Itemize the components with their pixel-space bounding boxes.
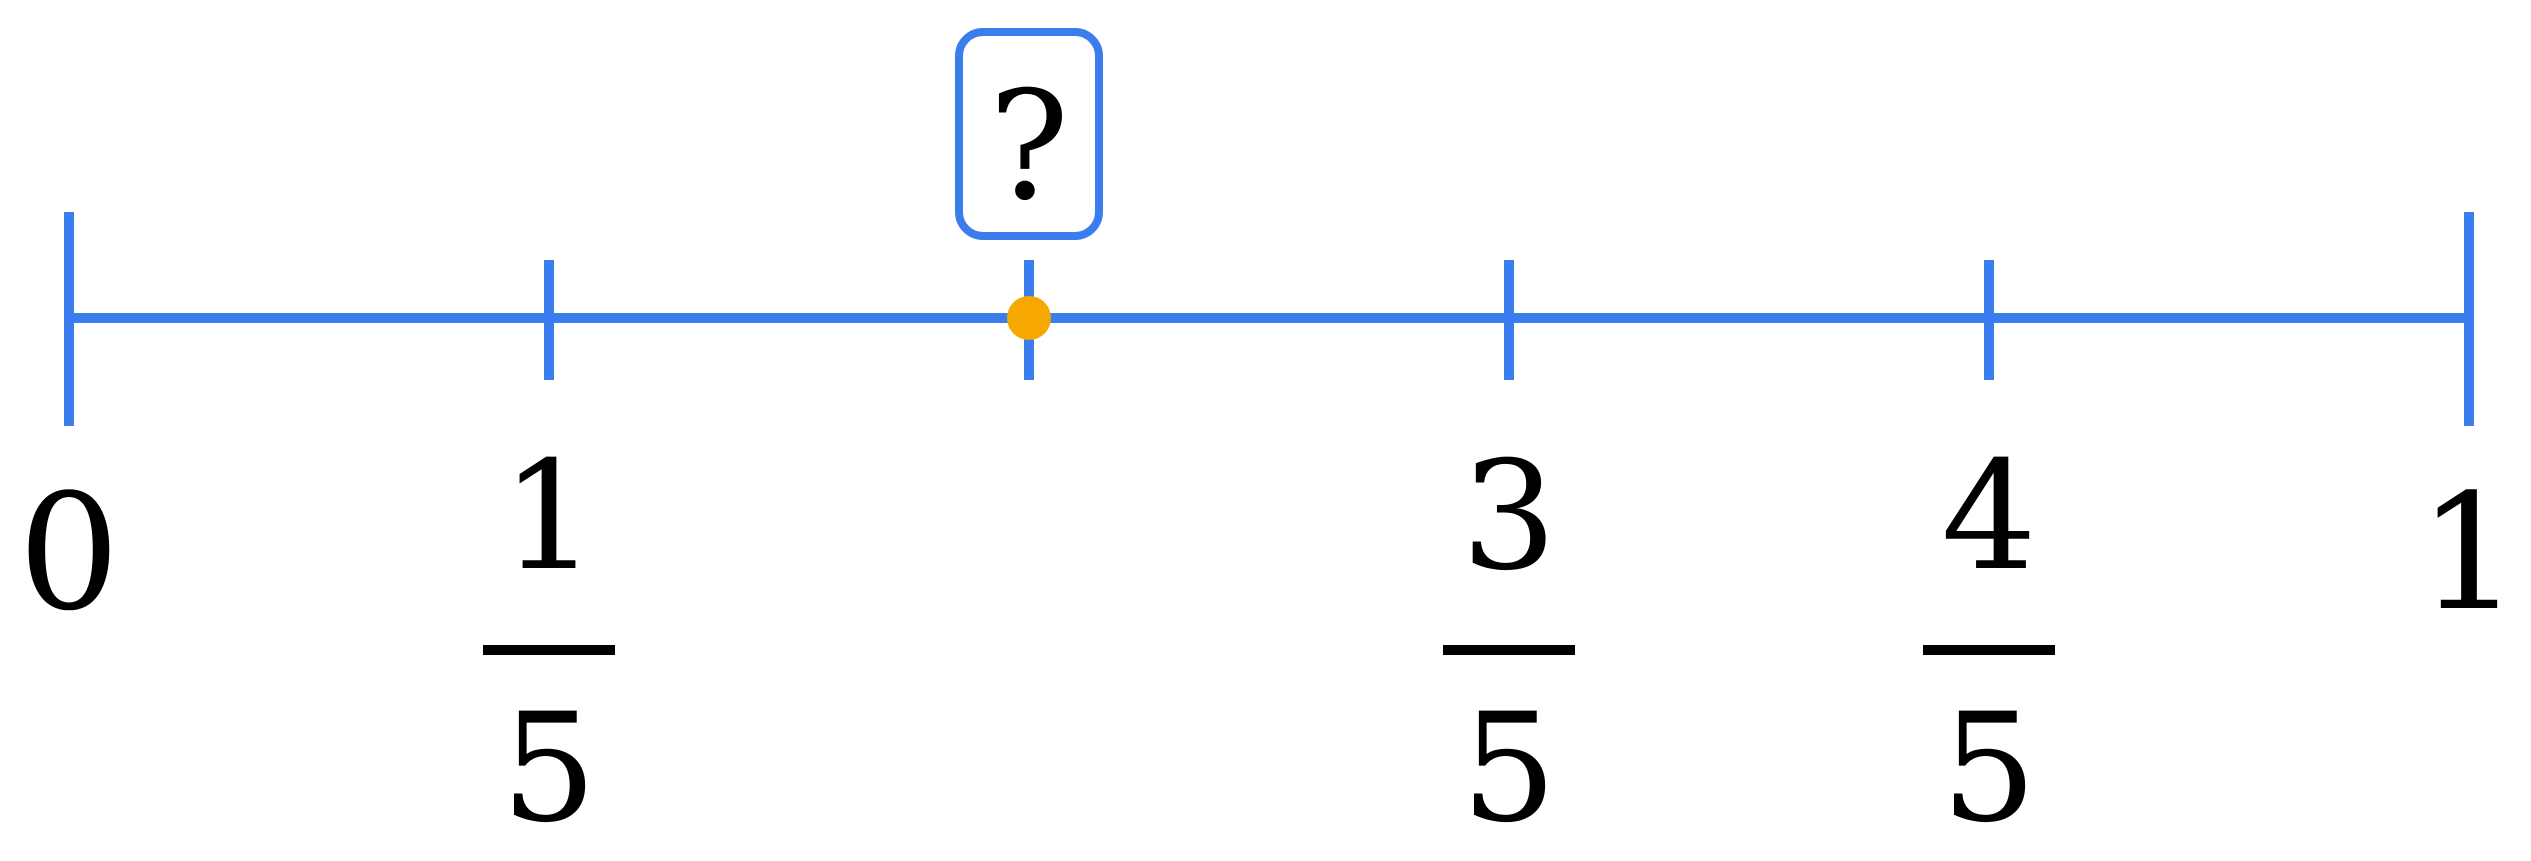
- fraction-label: 45: [1923, 430, 2055, 856]
- fraction-numerator: 1: [501, 430, 596, 604]
- marked-point[interactable]: [1007, 296, 1051, 340]
- unknown-value-box[interactable]: ?: [955, 28, 1103, 240]
- fraction-label: 35: [1443, 430, 1575, 856]
- fraction-label: 15: [483, 430, 615, 856]
- label-one: 1: [2418, 459, 2520, 646]
- fraction-denominator: 5: [501, 682, 596, 856]
- tick-labels: 0 1: [18, 459, 2520, 646]
- question-mark-label: ?: [989, 60, 1069, 234]
- fraction-denominator: 5: [1941, 682, 2036, 856]
- fraction-denominator: 5: [1461, 682, 1556, 856]
- unknown-box-frame[interactable]: [955, 28, 1103, 240]
- fraction-numerator: 4: [1941, 430, 2036, 604]
- fraction-numerator: 3: [1461, 430, 1556, 604]
- label-zero: 0: [18, 459, 120, 646]
